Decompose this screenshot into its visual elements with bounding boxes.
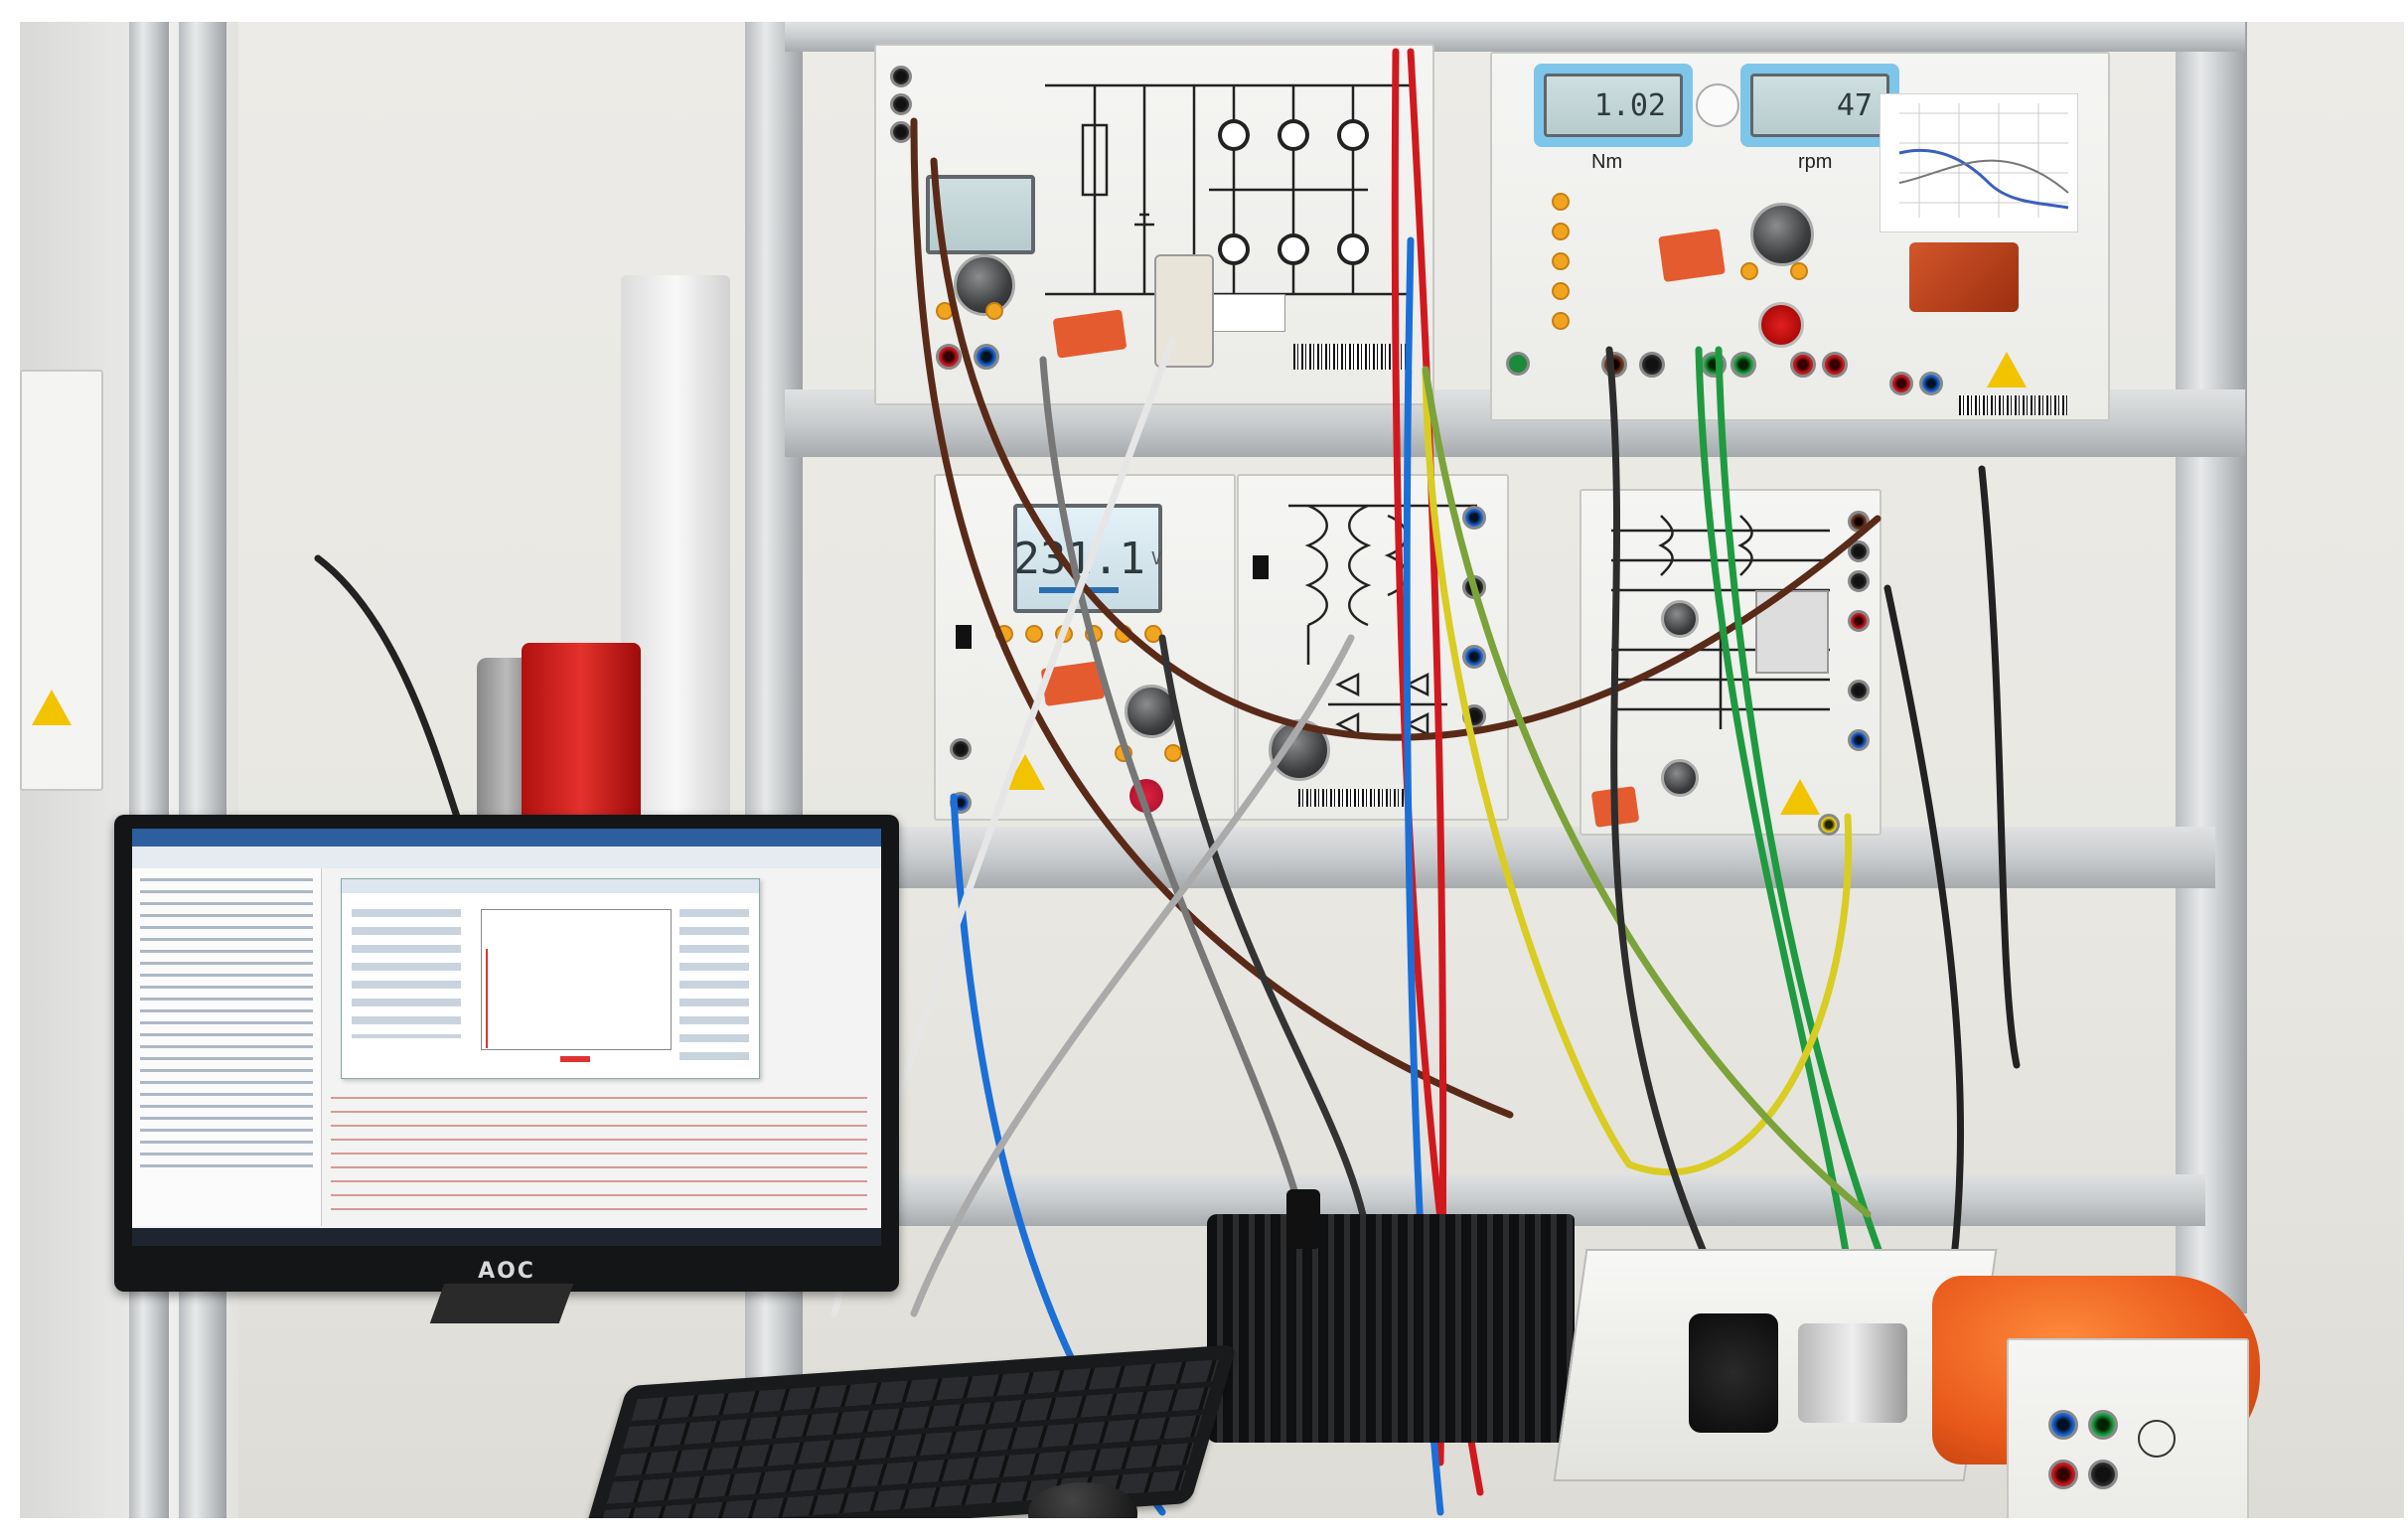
- transformer-panel: [1237, 474, 1509, 821]
- background-panel: [20, 370, 103, 791]
- motor-symbol-icon: [2138, 1420, 2176, 1458]
- torque-unit-label: Nm: [1591, 151, 1623, 173]
- motor-icon-sticker: [1909, 242, 2019, 312]
- power-switch[interactable]: [1506, 352, 1530, 376]
- power-supply-panel: 231.1 V: [934, 474, 1236, 821]
- shaft-coupling: [1798, 1323, 1907, 1423]
- jack-red[interactable]: [936, 344, 962, 370]
- patch-cables: [314, 48, 2021, 1516]
- servo-motor: [1207, 1214, 1575, 1443]
- jack-black[interactable]: [890, 93, 912, 115]
- power-switch[interactable]: [956, 625, 972, 649]
- monitor-stand: [429, 1284, 574, 1323]
- jack-black[interactable]: [890, 66, 912, 87]
- voltage-unit: V: [1150, 547, 1162, 569]
- monitor-brand-logo: AOC: [478, 1259, 535, 1284]
- screen-toolbar: [132, 847, 881, 868]
- jack-black[interactable]: [890, 121, 912, 143]
- dynamometer-knob[interactable]: [1750, 203, 1814, 266]
- rack-post-right: [2176, 22, 2247, 1313]
- monitor-screen: [132, 829, 881, 1246]
- power-switch[interactable]: [1253, 555, 1269, 579]
- screen-sidebar: [132, 868, 322, 1226]
- adapter-box: [1154, 254, 1214, 368]
- screen-dialog: [341, 878, 760, 1079]
- transformer-diagram: [1288, 504, 1477, 737]
- direction-icon: [1696, 83, 1739, 127]
- barcode: [1298, 789, 1408, 807]
- monitor: AOC: [114, 815, 899, 1292]
- torque-display: 1.02: [1544, 74, 1683, 137]
- speed-unit-label: rpm: [1798, 151, 1833, 173]
- jack-blue[interactable]: [974, 344, 999, 370]
- motor-terminal-panel: [2007, 1338, 2249, 1518]
- inverter-circuit-diagram: [1045, 83, 1413, 296]
- contactor-selector[interactable]: [1661, 759, 1699, 797]
- screen-taskbar: [132, 1228, 881, 1246]
- mode-leds: [1552, 193, 1570, 330]
- torque-speed-curve-icon: [1880, 93, 2078, 232]
- screen-code-editor: [331, 1097, 867, 1216]
- lab-scene: 1.02 Nm 47 rpm: [20, 22, 2404, 1518]
- torque-display-frame: 1.02: [1534, 64, 1693, 147]
- inverter-knob[interactable]: [954, 254, 1015, 316]
- contactor-diagram: [1611, 515, 1830, 729]
- inverter-panel: [874, 44, 1434, 405]
- dynamometer-panel: 1.02 Nm 47 rpm: [1490, 52, 2110, 421]
- coupling-sensor: [1689, 1313, 1778, 1433]
- screen-ribbon: [132, 829, 881, 847]
- barcode: [1959, 395, 2068, 415]
- contactor-selector[interactable]: [1661, 600, 1699, 638]
- speed-display: 47: [1750, 74, 1889, 137]
- speed-display-frame: 47: [1740, 64, 1899, 147]
- emergency-stop-button[interactable]: [1758, 302, 1804, 348]
- motor-connector: [1286, 1189, 1320, 1249]
